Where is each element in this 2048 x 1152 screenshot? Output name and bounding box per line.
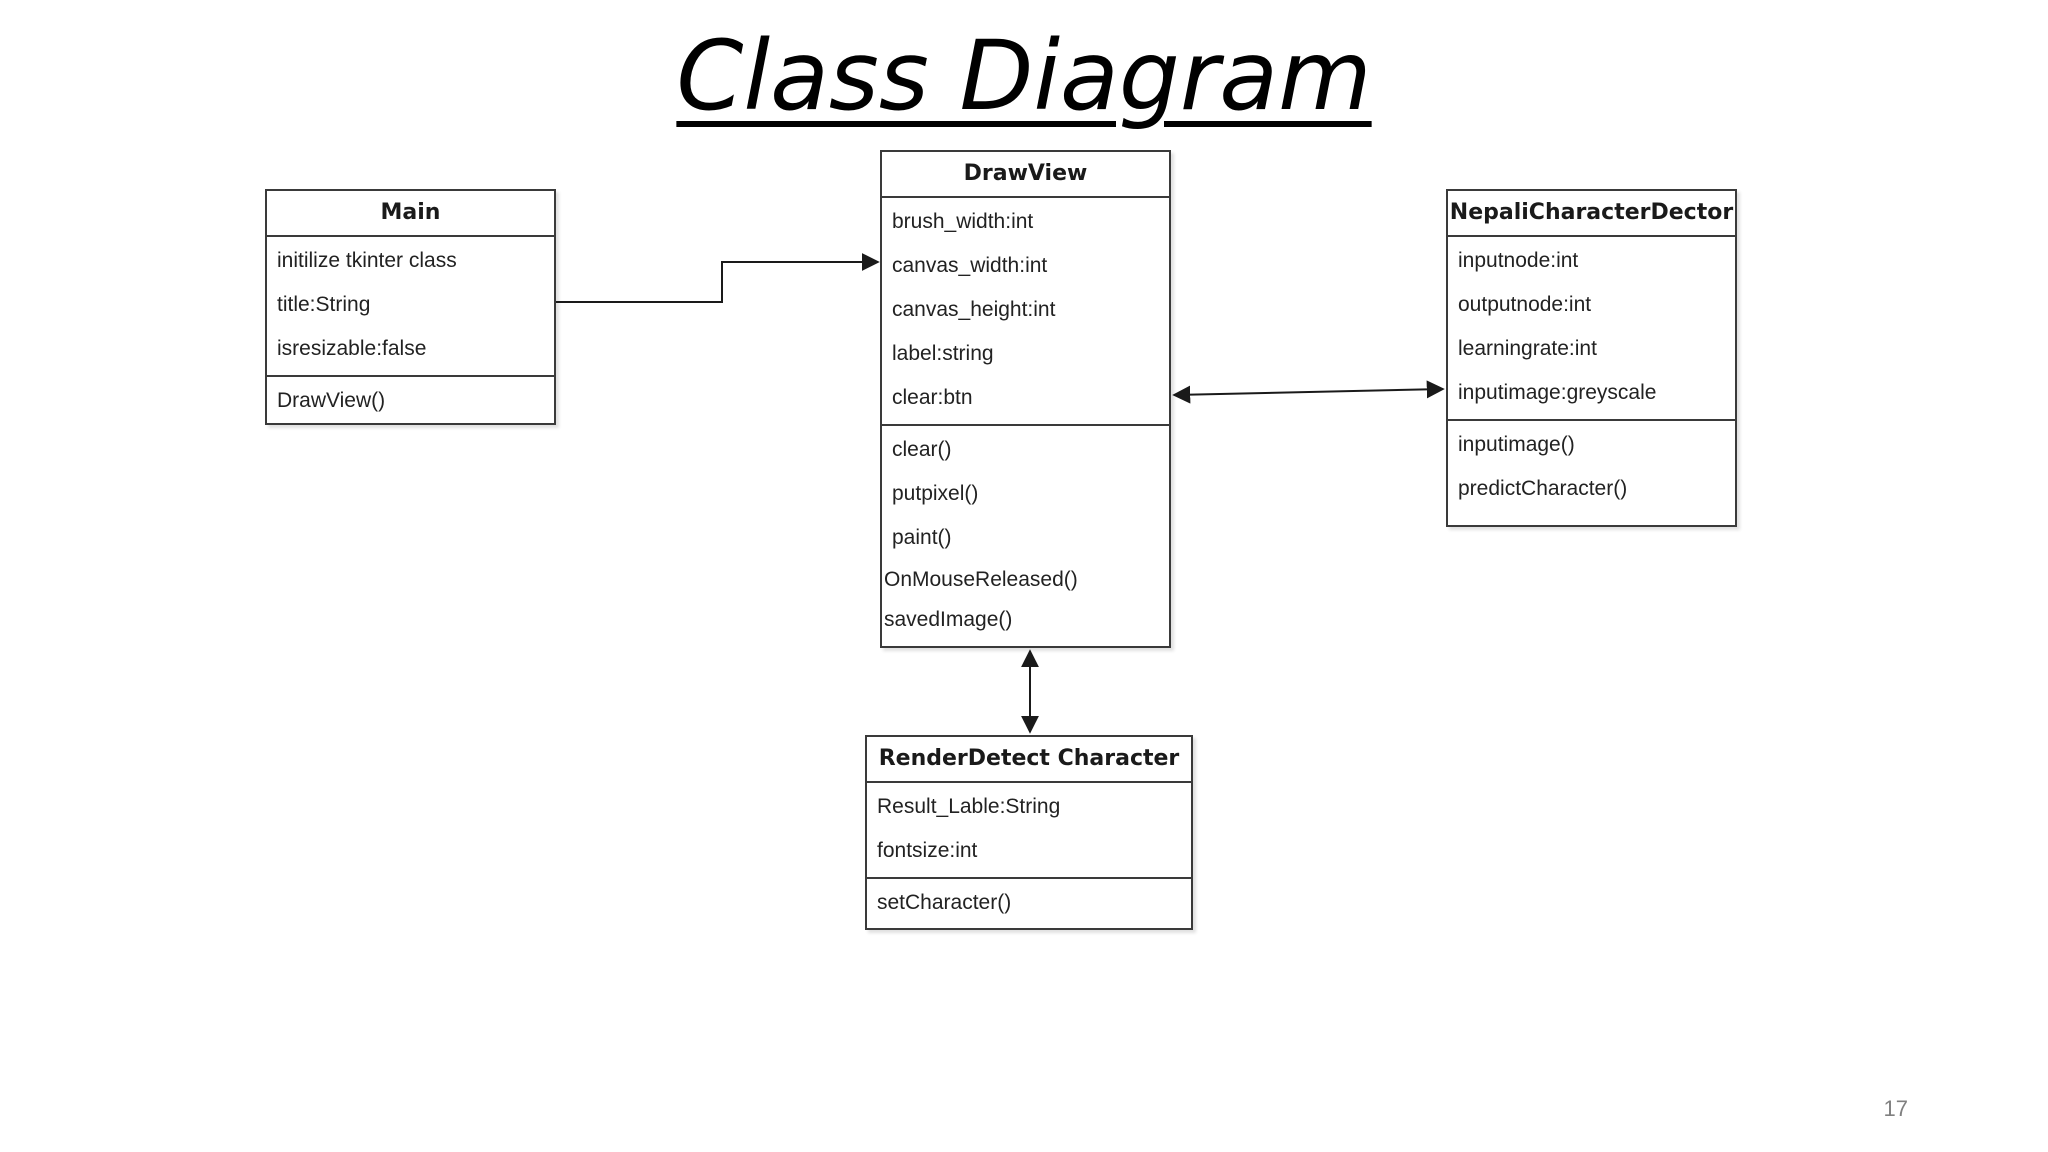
association-drawview-nepali (1172, 380, 1445, 404)
class-attributes: brush_width:int canvas_width:int canvas_… (882, 198, 1169, 424)
class-box-main[interactable]: Main initilize tkinter class title:Strin… (265, 189, 556, 425)
class-box-nepali-character-dector[interactable]: NepaliCharacterDector inputnode:int outp… (1446, 189, 1737, 527)
association-main-to-drawview (556, 253, 880, 303)
attribute: isresizable:false (277, 337, 427, 360)
slide-title-wrap: Class Diagram (0, 20, 2048, 132)
method: setCharacter() (877, 891, 1012, 914)
method: DrawView() (277, 389, 386, 412)
class-methods: clear() putpixel() paint() OnMouseReleas… (882, 424, 1169, 644)
class-name: RenderDetect Character (867, 737, 1191, 783)
method: paint() (892, 526, 952, 549)
class-name: Main (267, 191, 554, 237)
attribute: fontsize:int (877, 839, 978, 862)
method: OnMouseReleased() (884, 568, 1078, 591)
method: putpixel() (892, 482, 979, 505)
class-name: NepaliCharacterDector (1448, 191, 1735, 237)
class-methods: DrawView() (267, 375, 554, 427)
attribute: Result_Lable:String (877, 795, 1061, 818)
class-methods: inputimage() predictCharacter() (1448, 419, 1735, 515)
attribute: initilize tkinter class (277, 249, 457, 272)
attribute: label:string (892, 342, 994, 365)
class-box-render-detect-character[interactable]: RenderDetect Character Result_Lable:Stri… (865, 735, 1193, 930)
method: predictCharacter() (1458, 477, 1628, 500)
class-box-drawview[interactable]: DrawView brush_width:int canvas_width:in… (880, 150, 1171, 648)
class-attributes: initilize tkinter class title:String isr… (267, 237, 554, 375)
attribute: inputnode:int (1458, 249, 1579, 272)
attribute: inputimage:greyscale (1458, 381, 1657, 404)
method: clear() (892, 438, 952, 461)
attribute: canvas_width:int (892, 254, 1048, 277)
attribute: learningrate:int (1458, 337, 1597, 360)
class-attributes: Result_Lable:String fontsize:int (867, 783, 1191, 877)
class-attributes: inputnode:int outputnode:int learningrat… (1448, 237, 1735, 419)
method: savedImage() (884, 608, 1013, 631)
attribute: brush_width:int (892, 210, 1034, 233)
slide-title: Class Diagram (676, 20, 1372, 132)
class-methods: setCharacter() (867, 877, 1191, 929)
attribute: canvas_height:int (892, 298, 1056, 321)
page-number: 17 (1883, 1096, 1908, 1121)
attribute: clear:btn (892, 386, 973, 409)
attribute: title:String (277, 293, 371, 316)
class-name: DrawView (882, 152, 1169, 198)
attribute: outputnode:int (1458, 293, 1592, 316)
method: inputimage() (1458, 433, 1575, 456)
